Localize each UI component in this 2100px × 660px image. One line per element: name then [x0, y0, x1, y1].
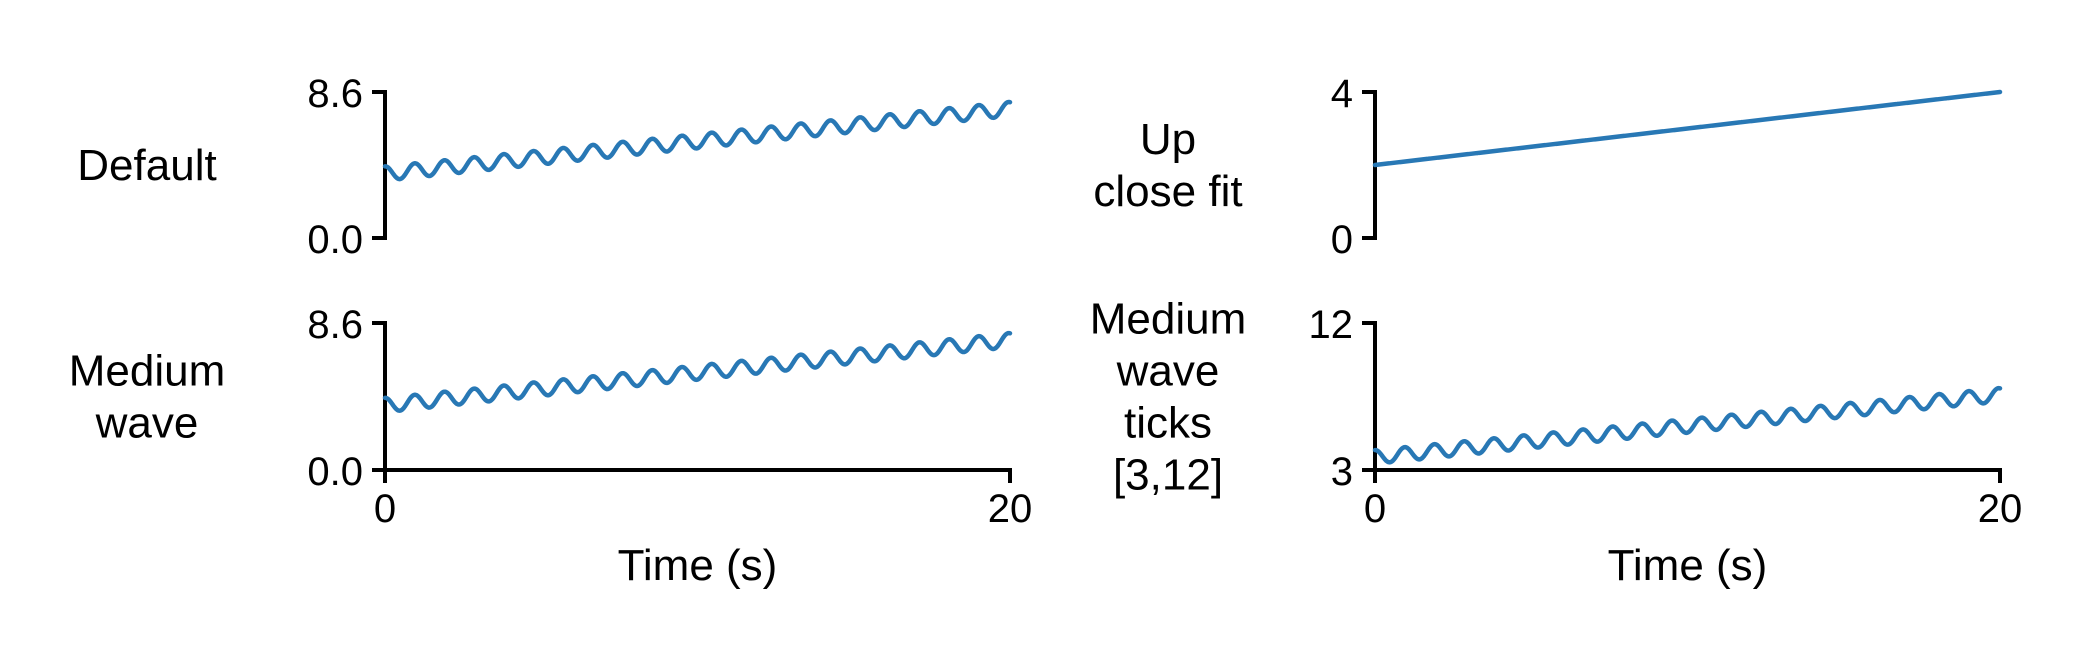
row-label: [3,12]: [1113, 451, 1223, 500]
y-tick-label: 12: [1309, 303, 1354, 347]
y-tick-label: 8.6: [307, 303, 363, 347]
y-tick-label: 0.0: [307, 218, 363, 262]
x-tick-label: 0: [374, 487, 396, 531]
row-label: Up: [1140, 115, 1196, 164]
series-line: [382, 99, 1013, 182]
row-label: Default: [77, 141, 216, 190]
y-tick-label: 8.6: [307, 72, 363, 116]
x-axis-label: Time (s): [1608, 541, 1768, 590]
x-tick-label: 20: [1978, 487, 2023, 531]
y-tick-label: 0: [1331, 218, 1353, 262]
x-tick-label: 20: [988, 487, 1033, 531]
y-tick-label: 4: [1331, 72, 1353, 116]
series-line: [1372, 385, 2003, 465]
row-label: ticks: [1124, 399, 1212, 448]
series-line: [1372, 89, 2003, 168]
row-label: wave: [95, 399, 199, 448]
y-tick-label: 3: [1331, 450, 1353, 494]
panel-1: Default 0.0 8.6: [77, 72, 1013, 262]
x-tick-label: 0: [1364, 487, 1386, 531]
y-tick-label: 0.0: [307, 450, 363, 494]
row-label: close fit: [1093, 167, 1242, 216]
row-label: Medium: [69, 347, 226, 396]
row-label: wave: [1116, 347, 1220, 396]
series-line: [382, 330, 1013, 413]
row-label: Medium: [1090, 295, 1247, 344]
x-axis-label: Time (s): [618, 541, 778, 590]
